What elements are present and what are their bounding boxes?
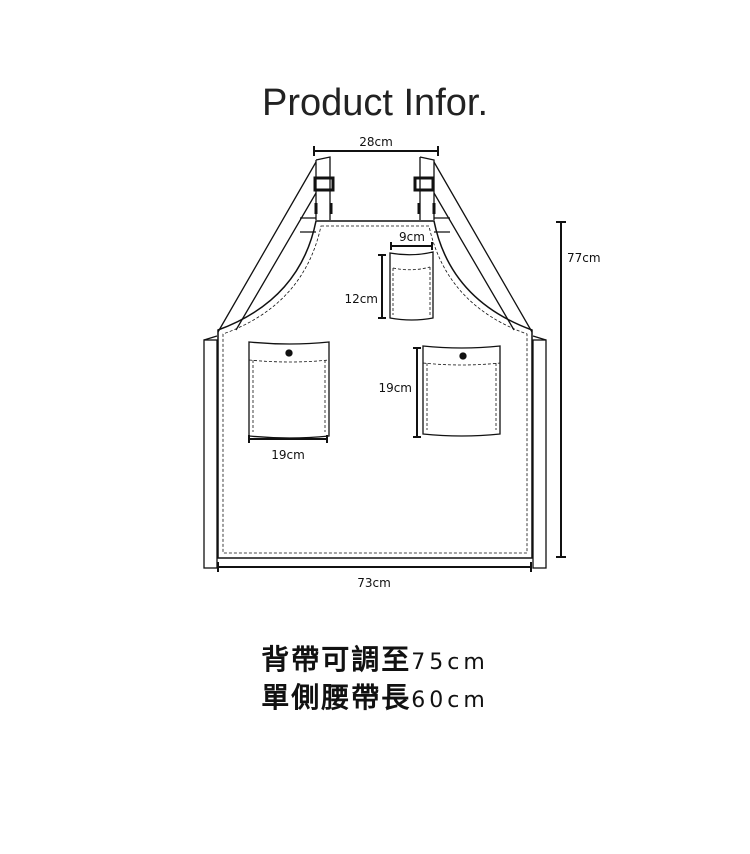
right-pocket-height-label: 19cm: [378, 381, 412, 395]
waist-tie-note-value: 60cm: [411, 688, 489, 713]
small-pocket-height-label: 12cm: [344, 292, 378, 306]
left-pocket-width-label: 19cm: [271, 448, 305, 462]
right-waist-tie: [532, 339, 547, 569]
total-length-label: 77cm: [567, 251, 601, 265]
right-pocket: [422, 345, 501, 437]
strap-note: 背帶可調至75cm: [0, 638, 750, 678]
waist-tie-note: 單側腰帶長60cm: [0, 676, 750, 716]
snap-button-icon: [459, 352, 467, 360]
apron-body: [217, 220, 533, 559]
apron-stitching: [222, 225, 528, 554]
page-title: Product Infor.: [261, 82, 488, 124]
strap-note-text: 背帶可調至: [261, 643, 412, 676]
small-pocket-width-label: 9cm: [399, 230, 425, 244]
dimension-lines: [217, 146, 566, 572]
snap-button-icon: [285, 349, 293, 357]
shoulder-straps: [217, 156, 533, 333]
small-pocket: [389, 251, 434, 321]
left-pocket: [248, 341, 330, 439]
buckle-icons: [313, 176, 436, 214]
width-label: 73cm: [357, 576, 391, 590]
neck-width-label: 28cm: [359, 135, 393, 149]
strap-note-value: 75cm: [411, 650, 489, 675]
left-waist-tie: [203, 339, 218, 569]
waist-tie-note-text: 單側腰帶長: [261, 681, 412, 714]
